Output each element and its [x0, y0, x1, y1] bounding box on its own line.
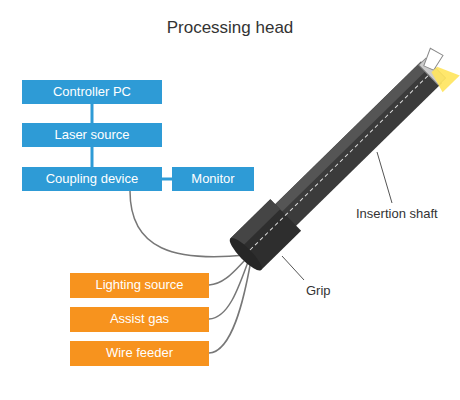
box-label: Wire feeder: [76, 345, 203, 361]
system-box: Controller PC: [22, 80, 162, 104]
box-label: Monitor: [178, 171, 248, 187]
supply-box: Wire feeder: [70, 341, 209, 366]
box-label: Assist gas: [76, 311, 203, 327]
box-label: Controller PC: [28, 84, 156, 100]
diagram-title: Processing head: [0, 18, 460, 38]
supply-box: Assist gas: [70, 307, 209, 332]
fiber-cable: [130, 191, 246, 257]
box-label: Laser source: [28, 127, 156, 143]
shaft-highlight: [272, 62, 428, 215]
system-box: Monitor: [172, 167, 254, 191]
system-box: Coupling device: [22, 167, 162, 191]
part-label: Grip: [305, 283, 332, 298]
supply-box: Lighting source: [70, 273, 209, 298]
connector-line: [91, 147, 94, 167]
leader-line: [282, 256, 304, 280]
connector-line: [91, 104, 94, 123]
box-label: Lighting source: [76, 277, 203, 293]
grip-end: [226, 234, 265, 274]
part-label: Insertion shaft: [355, 206, 439, 221]
leader-line: [377, 152, 392, 203]
connector-line: [162, 178, 172, 181]
wire-feed-cable: [209, 260, 251, 353]
laser-beam: [427, 60, 460, 93]
optical-axis: [250, 75, 429, 250]
gas-hose: [209, 259, 249, 319]
head-body: [226, 43, 460, 275]
system-box: Laser source: [22, 123, 162, 147]
box-label: Coupling device: [28, 171, 156, 187]
